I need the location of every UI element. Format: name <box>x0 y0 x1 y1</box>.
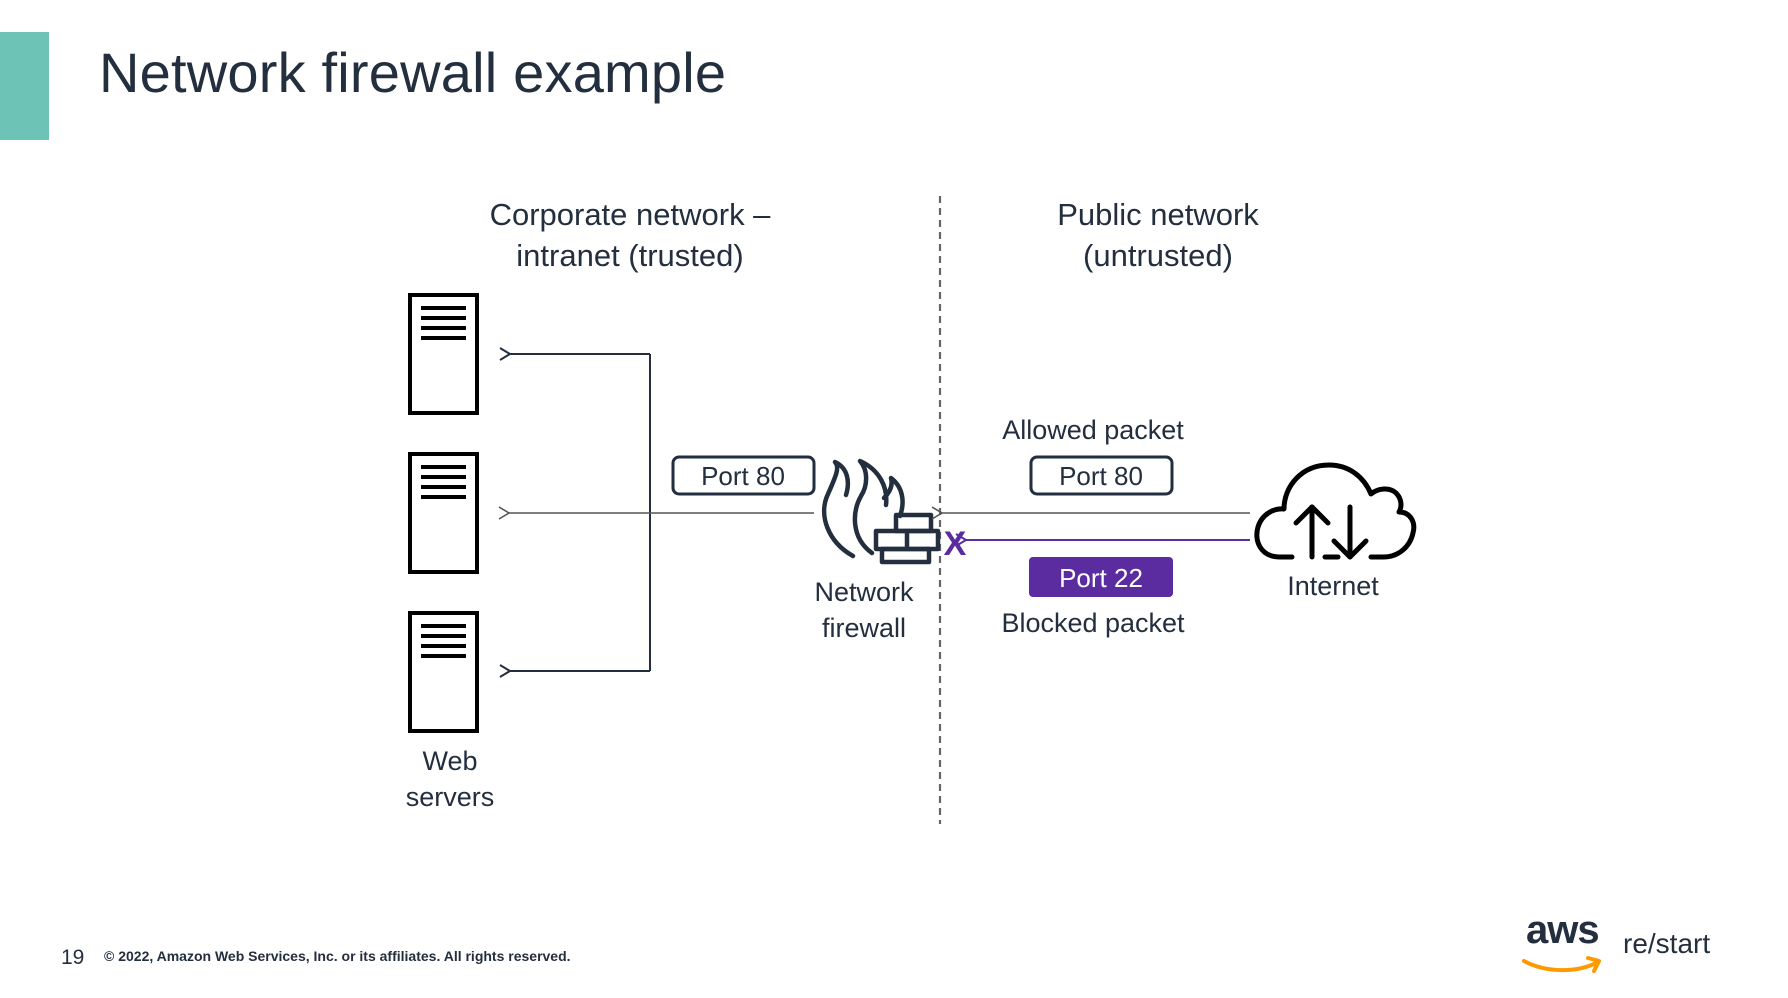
right-zone-title-line2: (untrusted) <box>1083 238 1233 273</box>
firewall-label-line1: Network <box>814 577 914 607</box>
title-accent-bar <box>0 32 49 140</box>
internet-cloud-icon <box>1254 462 1417 560</box>
allowed-packet-label: Allowed packet <box>1002 415 1184 445</box>
page-number: 19 <box>61 946 85 969</box>
left-zone-title-line2: intranet (trusted) <box>516 238 743 273</box>
port-80-badge-right <box>1029 455 1174 496</box>
firewall-label-line2: firewall <box>822 613 906 643</box>
port-22-text: Port 22 <box>1059 563 1143 593</box>
port-80-badge-left <box>671 455 816 496</box>
web-server-icon <box>408 293 479 415</box>
web-server-icon <box>408 611 479 733</box>
internet-label: Internet <box>1287 571 1379 601</box>
web-servers-label-line2: servers <box>406 782 495 812</box>
left-zone-title-line1: Corporate network – <box>490 197 772 232</box>
blocked-x-marker: X <box>944 525 967 563</box>
slide-title: Network firewall example <box>99 41 727 104</box>
firewall-icon <box>821 458 941 565</box>
port-22-badge <box>1029 557 1173 597</box>
restart-brand-text: re/start <box>1623 928 1711 959</box>
right-zone-title-line1: Public network <box>1057 197 1259 232</box>
aws-logo-text: aws <box>1526 908 1600 952</box>
aws-smile-icon <box>1522 956 1601 973</box>
port-80-left-text: Port 80 <box>701 461 785 491</box>
blocked-packet-label: Blocked packet <box>1001 608 1185 638</box>
web-servers-label-line1: Web <box>422 746 477 776</box>
port-80-right-text: Port 80 <box>1059 461 1143 491</box>
web-server-icon <box>408 452 479 574</box>
copyright-notice: © 2022, Amazon Web Services, Inc. or its… <box>104 948 571 964</box>
